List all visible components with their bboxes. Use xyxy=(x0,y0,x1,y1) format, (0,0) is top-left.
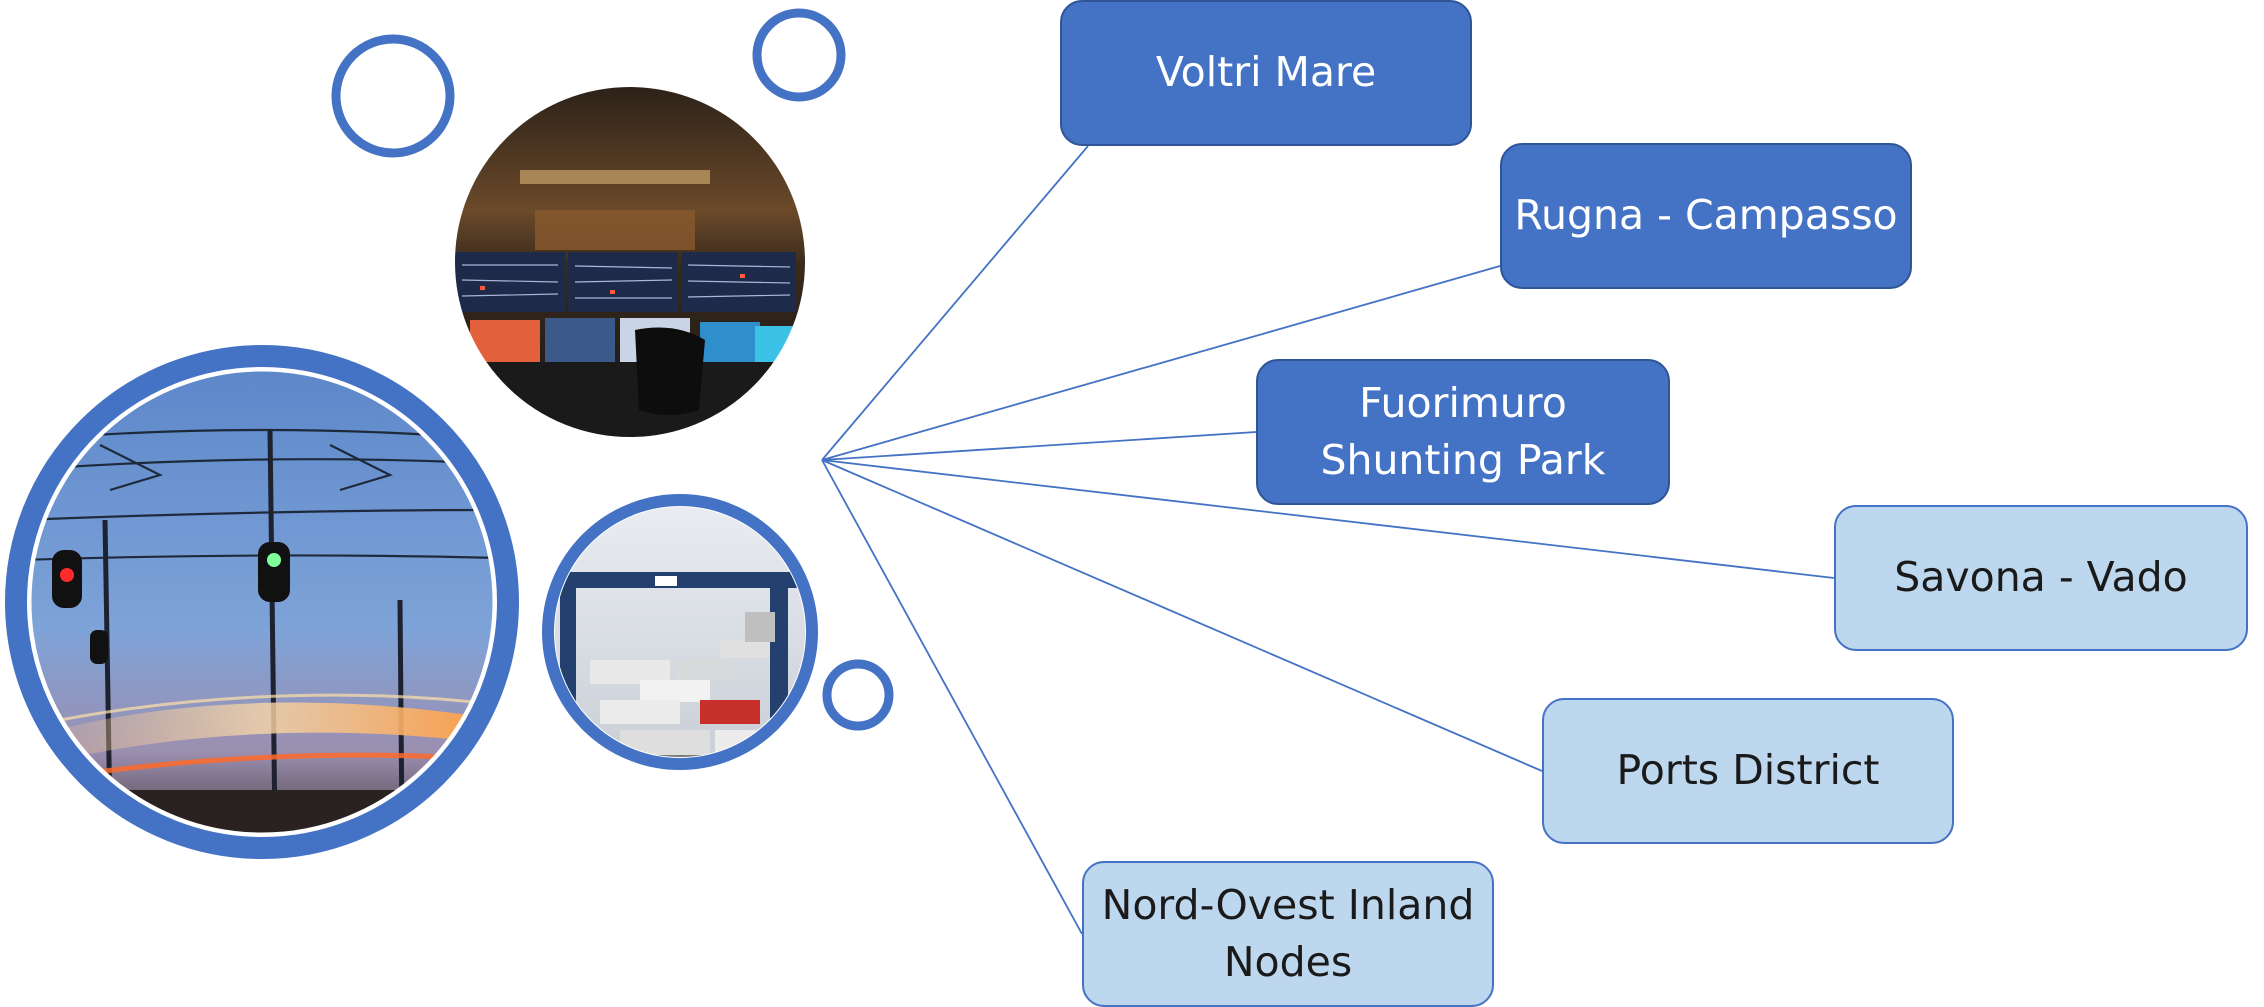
node-label: Ports District xyxy=(1616,746,1880,795)
node-label: Voltri Mare xyxy=(1155,48,1377,97)
node-fuorimuro-shunting-park: Fuorimuro Shunting Park xyxy=(1256,359,1670,505)
connector-rugna xyxy=(821,265,1501,461)
intermodal-terminal-photo xyxy=(542,494,818,770)
connector-lines xyxy=(821,145,1835,935)
connector-fuori xyxy=(821,431,1257,461)
connector-savona xyxy=(821,459,1835,579)
node-nord-ovest-inland-nodes: Nord-Ovest Inland Nodes xyxy=(1082,861,1494,1007)
node-label: Rugna - Campasso xyxy=(1514,191,1898,240)
node-savona-vado: Savona - Vado xyxy=(1834,505,2248,651)
node-label: Nord-Ovest Inland Nodes xyxy=(1101,880,1475,986)
node-rugna-campasso: Rugna - Campasso xyxy=(1500,143,1912,289)
control-room-photo xyxy=(453,85,807,439)
connector-nord xyxy=(821,459,1083,935)
decorative-ring xyxy=(822,659,894,731)
connector-voltri xyxy=(821,145,1089,461)
node-label: Fuorimuro Shunting Park xyxy=(1320,378,1606,484)
node-ports-district: Ports District xyxy=(1542,698,1954,844)
railway-signals-photo xyxy=(5,345,519,859)
connector-ports xyxy=(821,459,1543,772)
decorative-ring xyxy=(752,8,846,102)
node-voltri-mare: Voltri Mare xyxy=(1060,0,1472,146)
node-label: Savona - Vado xyxy=(1894,553,2188,602)
decorative-ring xyxy=(331,34,455,158)
